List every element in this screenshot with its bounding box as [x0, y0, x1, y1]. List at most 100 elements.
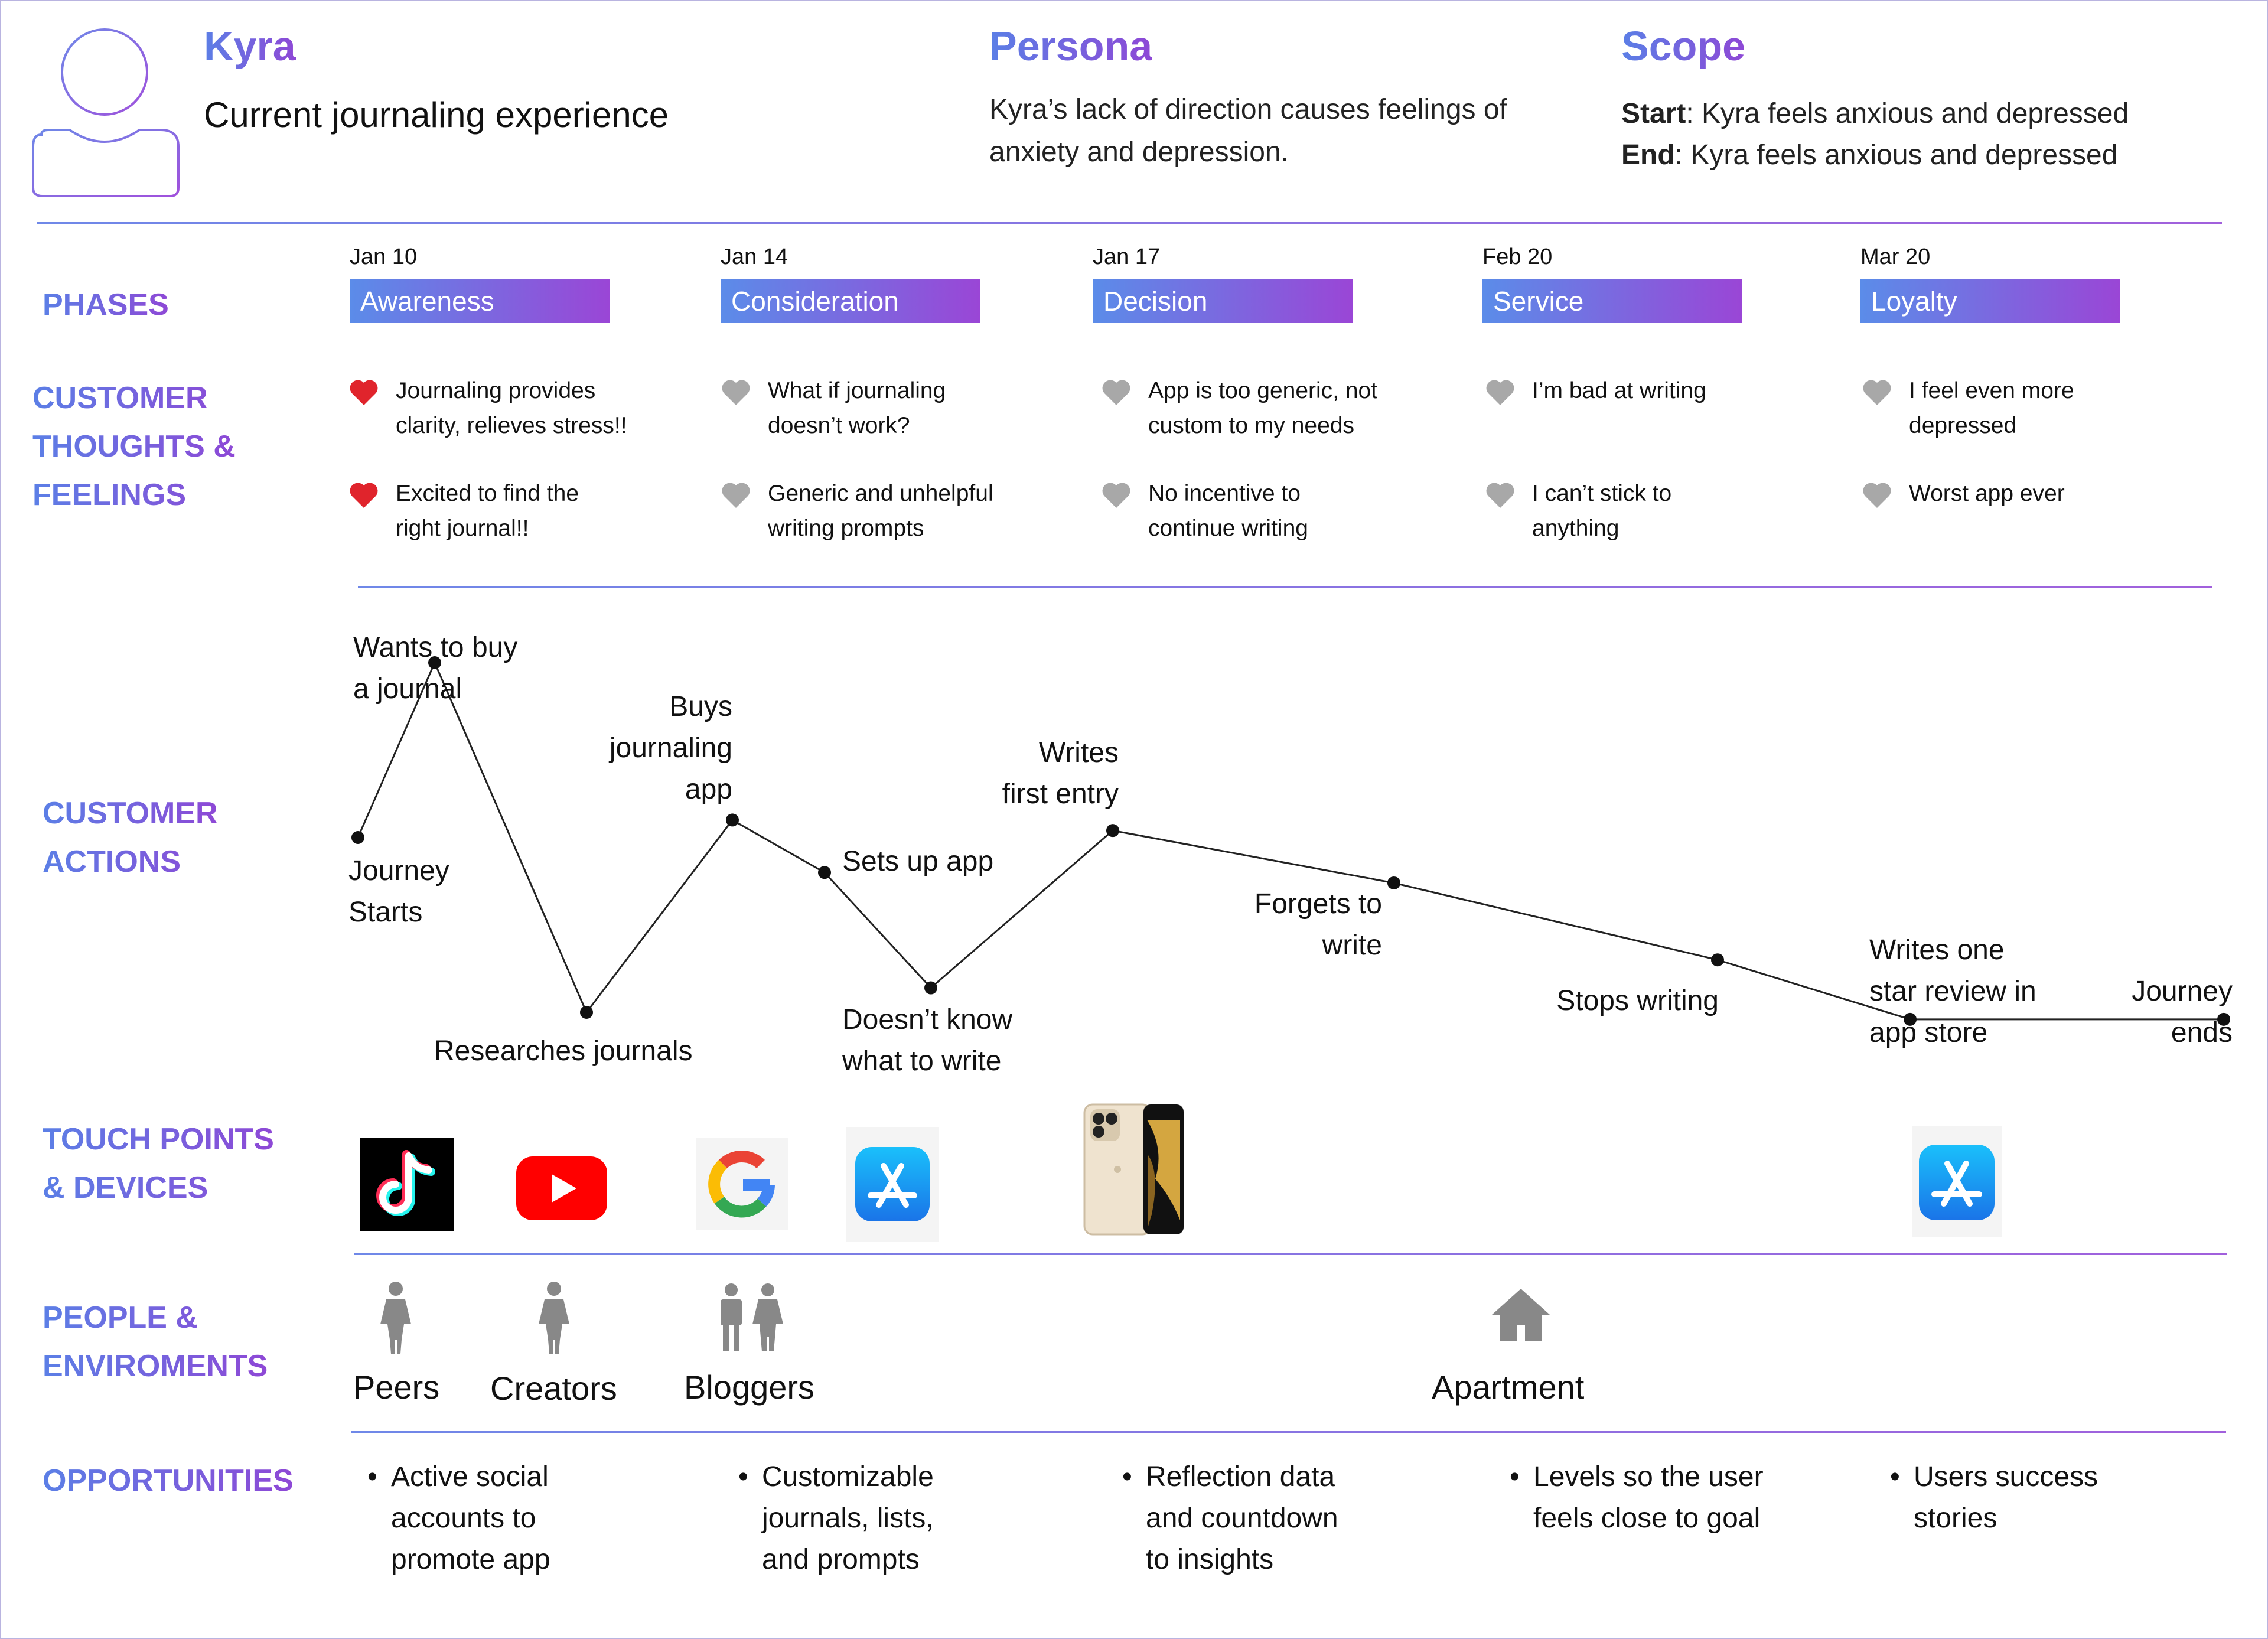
persona-text: Kyra’s lack of direction causes feelings…: [989, 94, 1507, 168]
thought-line: depressed: [1909, 413, 2017, 438]
phase-service: Service: [1482, 279, 1742, 323]
row-label-line: TOUCH POINTS: [43, 1122, 274, 1156]
opportunity-line: Reflection data: [1146, 1461, 1335, 1493]
heart-icon: [719, 376, 752, 409]
page-subtitle: Current journaling experience: [204, 95, 669, 135]
people-label: Bloggers: [684, 1368, 815, 1406]
action-label-line: Writes one: [1869, 934, 2005, 966]
phase-loyalty: Loyalty: [1860, 279, 2120, 323]
action-label-line: Journey: [348, 855, 449, 887]
phase-consideration: Consideration: [721, 279, 980, 323]
thought-line: Worst app ever: [1909, 481, 2065, 506]
heart-icon: [1484, 478, 1517, 511]
bullet: •: [738, 1461, 748, 1493]
row-label-phases: PHASES: [43, 281, 169, 329]
action-label-line: Researches journals: [434, 1035, 693, 1067]
journey-point: [1904, 1012, 1917, 1026]
thought-line: Generic and unhelpful: [768, 481, 993, 506]
people-label: Apartment: [1432, 1368, 1585, 1406]
action-label-line: ends: [2171, 1017, 2233, 1048]
heart-icon: [347, 376, 380, 409]
customer-actions-chart: [351, 656, 2230, 1083]
opportunity-line: and countdown: [1146, 1503, 1338, 1534]
action-label-line: app: [685, 774, 732, 805]
bullet: •: [1890, 1461, 1900, 1493]
action-label-line: Stops writing: [1556, 985, 1719, 1016]
bullet: •: [1510, 1461, 1520, 1493]
journey-point: [1387, 876, 1400, 889]
action-label-line: first entry: [1002, 778, 1119, 810]
opportunity-line: to insights: [1146, 1544, 1274, 1575]
avatar-icon: [32, 28, 180, 197]
row-label-people: PEOPLE & ENVIROMENTS: [43, 1293, 268, 1390]
thought-text: Generic and unhelpful writing prompts: [768, 476, 1051, 546]
phase-date: Feb 20: [1482, 245, 1553, 269]
youtube-icon: [515, 1155, 608, 1221]
heart-icon: [1860, 478, 1894, 511]
people-icon: [721, 1283, 783, 1351]
row-label-opportunities: OPPORTUNITIES: [43, 1456, 294, 1505]
action-label-line: what to write: [842, 1045, 1002, 1077]
thought-line: What if journaling: [768, 378, 946, 403]
opportunity-line: feels close to goal: [1533, 1503, 1761, 1534]
row-label-line: FEELINGS: [32, 478, 187, 512]
divider: [358, 586, 2212, 588]
thought-line: continue writing: [1148, 516, 1308, 541]
person-icon: [539, 1282, 569, 1354]
persona-name: Kyra: [204, 23, 296, 69]
scope-start: Start: Kyra feels anxious and depressed: [1621, 93, 2129, 135]
phase-date: Jan 17: [1093, 245, 1161, 269]
action-label: Sets up app: [842, 841, 993, 882]
heart-icon: [347, 478, 380, 511]
persona-title: Persona: [989, 23, 1153, 69]
action-label: Stops writing: [1477, 980, 1719, 1022]
thought-line: I’m bad at writing: [1532, 378, 1706, 403]
thought-text: Worst app ever: [1909, 476, 2192, 511]
journey-point: [2217, 1012, 2230, 1026]
opportunity-line: stories: [1914, 1503, 1997, 1534]
scope-start-label: Start: [1621, 98, 1686, 129]
action-label-line: app store: [1869, 1017, 1988, 1048]
heart-icon: [1100, 376, 1133, 409]
heart-icon: [1484, 376, 1517, 409]
opportunity-line: journals, lists,: [762, 1503, 934, 1534]
thought-line: writing prompts: [768, 516, 924, 541]
house-icon: [1492, 1289, 1550, 1341]
opportunity-line: promote app: [391, 1544, 550, 1575]
person-icon: [380, 1282, 411, 1354]
google-icon: [696, 1138, 788, 1230]
row-label-line: THOUGHTS &: [32, 429, 236, 464]
journey-point: [924, 981, 937, 995]
row-label-line: PEOPLE &: [43, 1301, 198, 1335]
heart-icon: [1100, 478, 1133, 511]
journey-point: [428, 656, 441, 669]
phase-awareness: Awareness: [350, 279, 610, 323]
app-store-icon: [846, 1127, 939, 1242]
action-label-line: star review in: [1869, 976, 2036, 1007]
divider: [37, 222, 2222, 224]
thought-line: App is too generic, not: [1148, 378, 1378, 403]
divider: [354, 1253, 2227, 1255]
journey-point: [351, 831, 364, 844]
phase-date: Jan 10: [350, 245, 418, 269]
phase-date: Jan 14: [721, 245, 788, 269]
app-store-icon: [1912, 1126, 2002, 1237]
people-label: Creators: [490, 1370, 617, 1407]
row-label-line: CUSTOMER: [32, 381, 208, 415]
thought-line: right journal!!: [396, 516, 529, 541]
opportunity-line: Customizable: [762, 1461, 934, 1493]
thought-line: anything: [1532, 516, 1619, 541]
journey-point: [1711, 953, 1724, 967]
